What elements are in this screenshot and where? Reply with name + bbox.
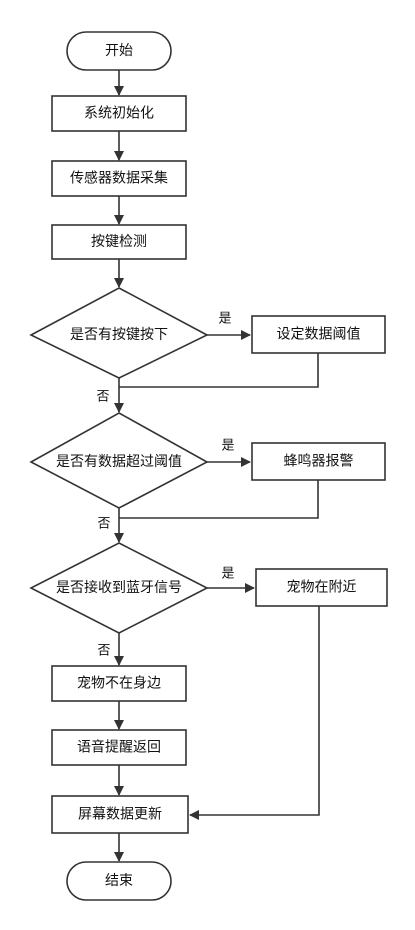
voice-prompt-step: 语音提醒返回 [51,729,187,766]
key-detect-label: 按键检测 [91,234,147,250]
bluetooth-decision: 是否接收到蓝牙信号 [29,542,209,634]
init-step: 系统初始化 [51,95,187,132]
end-node: 结束 [66,861,172,901]
key-yes-label: 是 [218,312,231,327]
threshold-yes-label: 是 [221,439,234,454]
threshold-decision: 是否有数据超过阈值 [29,412,209,509]
bluetooth-no-label: 否 [97,644,110,659]
threshold-question: 是否有数据超过阈值 [56,454,182,470]
line-threshold-return [119,353,319,388]
pet-near-label: 宠物在附近 [287,580,357,596]
pet-near-step: 宠物在附近 [255,568,388,607]
line-buzzer-return [119,480,319,519]
start-label: 开始 [105,43,133,59]
init-label: 系统初始化 [84,105,154,122]
sensor-step: 传感器数据采集 [51,160,187,197]
connectors [114,70,320,862]
start-node: 开始 [66,31,172,71]
key-pressed-question: 是否有按键按下 [70,327,168,343]
screen-update-label: 屏幕数据更新 [78,807,162,823]
buzzer-step: 蜂鸣器报警 [251,442,386,481]
key-detect-step: 按键检测 [51,224,187,260]
set-threshold-step: 设定数据阈值 [251,315,386,354]
screen-update-step: 屏幕数据更新 [51,795,189,834]
set-threshold-label: 设定数据阈值 [277,327,361,343]
buzzer-label: 蜂鸣器报警 [284,453,354,470]
sensor-label: 传感器数据采集 [70,170,168,187]
arrow-petnear-to-screen [189,606,320,820]
voice-prompt-label: 语音提醒返回 [77,739,161,756]
key-no-label: 否 [96,390,109,405]
bluetooth-question: 是否接收到蓝牙信号 [56,579,182,596]
pet-absent-step: 宠物不在身边 [51,665,187,702]
key-pressed-decision: 是否有按键按下 [29,287,209,379]
end-label: 结束 [105,873,133,889]
pet-absent-label: 宠物不在身边 [77,676,161,692]
bluetooth-yes-label: 是 [221,567,234,582]
threshold-no-label: 否 [97,517,110,532]
